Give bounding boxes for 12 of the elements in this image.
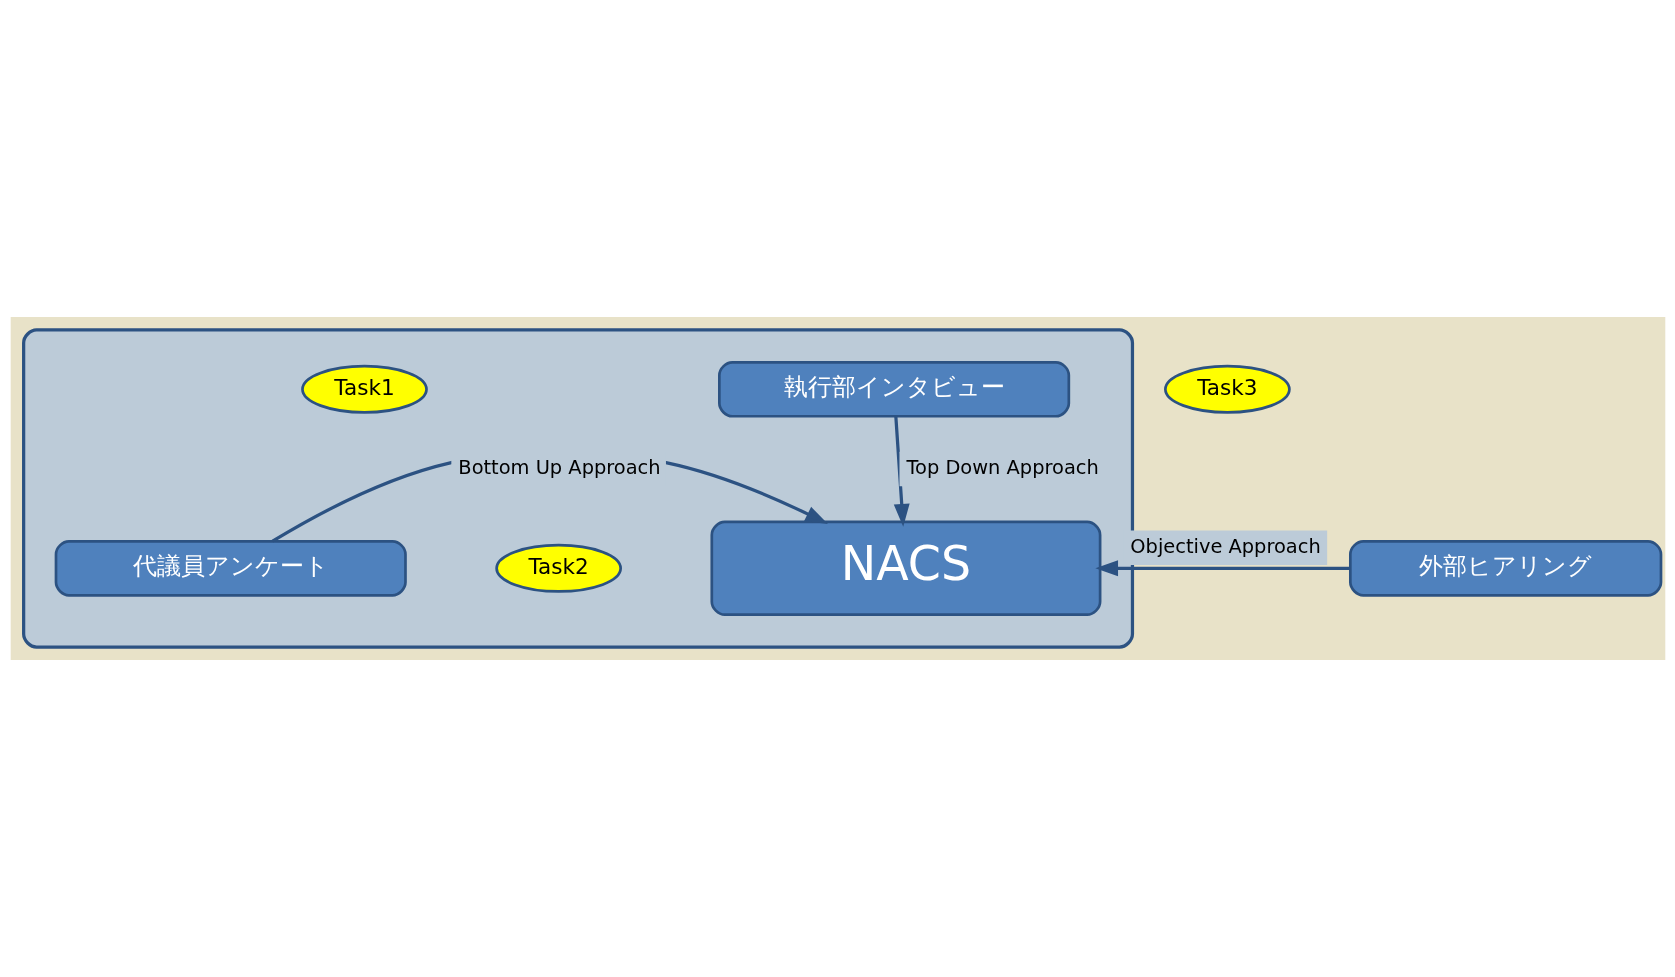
node-ellipse: Task1 [300,364,428,414]
edge-label: Objective Approach [1129,534,1321,558]
node-ellipse: Task2 [494,543,622,593]
arrow [1094,560,1350,577]
edge-label: Top Down Approach [905,455,1099,479]
arrow [893,416,910,527]
node-box: 代議員アンケート [54,540,407,597]
node-box: 外部ヒアリング [1348,540,1662,597]
node-ellipse: Task3 [1163,364,1291,414]
node-box: 執行部インタビュー [717,360,1070,418]
node-box: NACS [709,520,1101,617]
edge-label: Bottom Up Approach [457,455,661,479]
